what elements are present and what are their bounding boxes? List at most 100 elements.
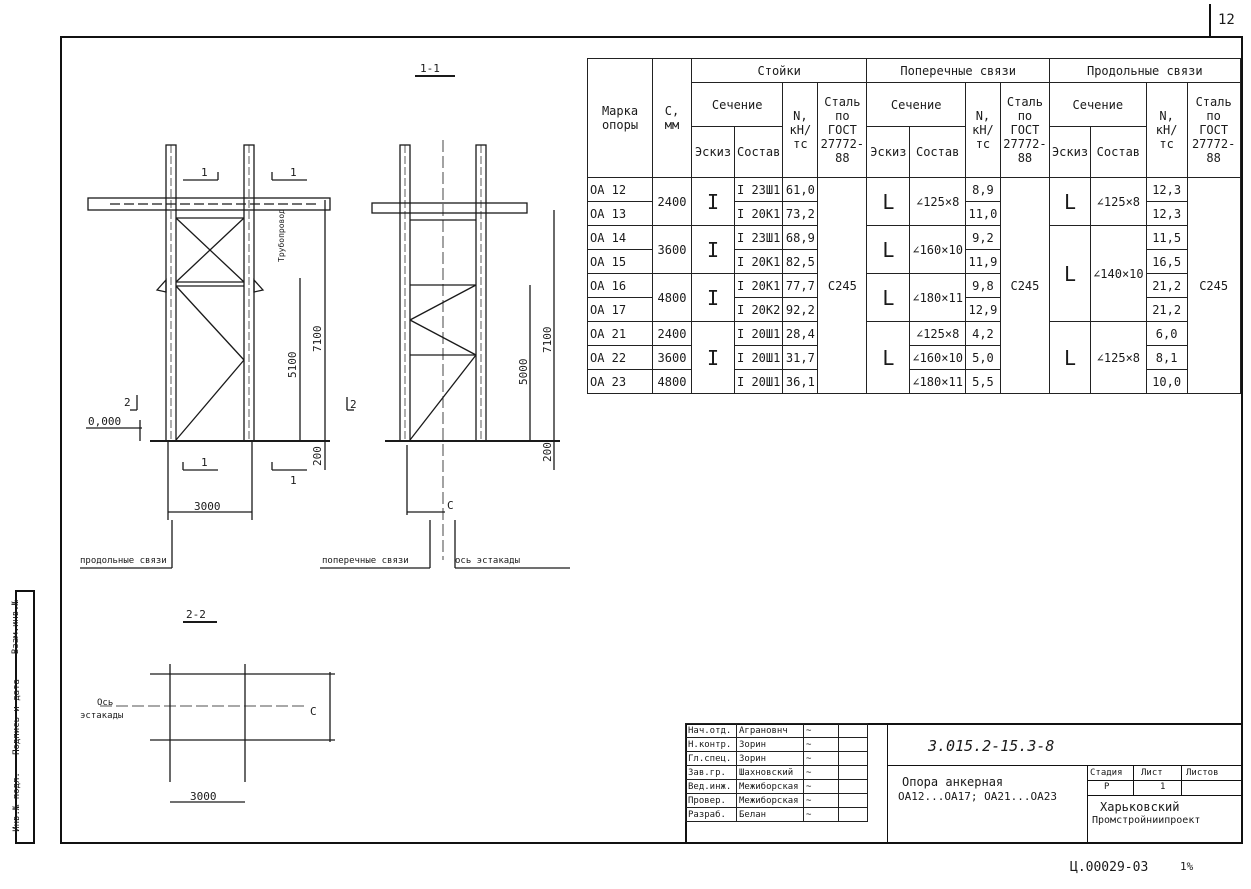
cell-c: 3600	[652, 225, 692, 274]
stamp-role: Провер.	[685, 793, 737, 808]
cell-cross: ∠180×11	[909, 369, 966, 394]
signature-icon: ~	[803, 779, 839, 794]
stamp-name: Межиборская	[736, 779, 804, 794]
org-name-2: Промстройниипроект	[1092, 815, 1201, 826]
cell-ln: 21,2	[1145, 273, 1188, 298]
cell-c: 4800	[652, 273, 692, 322]
table-row: ОА 17 I 20К2 92,2 12,9 21,2	[587, 297, 1241, 322]
cell-cross: ∠160×10	[909, 345, 966, 370]
title-line-1: Опора анкерная	[902, 775, 1004, 789]
truss-label: Трубопровод	[276, 209, 286, 262]
signature-icon: ~	[803, 737, 839, 752]
angle-icon: L	[866, 273, 911, 322]
dim-c-right: С	[447, 499, 454, 512]
label-axis-right: ось эстакады	[455, 556, 520, 566]
table-row: ОА 13 I 20К1 73,2 11,0 12,3	[587, 201, 1241, 226]
cell-pn: 36,1	[782, 369, 819, 394]
cell-steel-long: С245	[1186, 177, 1241, 394]
cell-ln: 6,0	[1145, 321, 1188, 346]
stamp-divider-v2	[1087, 765, 1088, 844]
table-row: ОА 12 2400 I I 23Ш1 61,0 С245 L ∠125×8 8…	[587, 177, 1241, 394]
stamp-name: Шахновский	[736, 765, 804, 780]
table-row: ОА 14 3600 I I 23Ш1 68,9 L ∠160×10 9,2 L…	[587, 225, 1241, 322]
i-beam-icon: I	[691, 225, 735, 274]
hdr-cross-steel: Сталь по ГОСТ 27772-88	[999, 82, 1050, 178]
stamp-role: Нач.отд.	[685, 723, 737, 738]
cell-long: ∠125×8	[1090, 177, 1147, 226]
hdr-long-sketch: Эскиз	[1048, 126, 1092, 178]
stamp-role: Н.контр.	[685, 737, 737, 752]
cell-pn: 77,7	[782, 273, 819, 298]
hdr-posts-sketch: Эскиз	[691, 126, 735, 178]
signature-icon: ~	[803, 723, 839, 738]
cell-c: 3600	[652, 345, 692, 370]
plan-axis-1: Ось	[97, 698, 113, 708]
dim-3000-plan: 3000	[190, 790, 217, 803]
cell-cn: 9,8	[964, 273, 1001, 298]
section-1-title: 1-1	[420, 62, 440, 75]
cell-pn: 82,5	[782, 249, 819, 274]
stamp-role: Вед.инж.	[685, 779, 737, 794]
cell-post: I 20Ш1	[733, 321, 784, 346]
cell-post: I 23Ш1	[733, 225, 784, 250]
hdr-posts-steel: Сталь по ГОСТ 27772-88	[817, 82, 868, 178]
cell-ln: 21,2	[1145, 297, 1188, 322]
angle-icon: L	[1048, 321, 1092, 394]
signature-icon: ~	[803, 793, 839, 808]
plan-dim-c: С	[310, 705, 317, 718]
cell-cross: ∠125×8	[909, 321, 966, 346]
cell-mark: ОА 17	[587, 297, 653, 322]
cell-c: 2400	[652, 177, 692, 226]
stamp-divider-h3	[1087, 780, 1243, 781]
cell-cn: 11,9	[964, 249, 1001, 274]
cell-cn: 12,9	[964, 297, 1001, 322]
hdr-long-comp: Состав	[1090, 126, 1147, 178]
cell-ln: 16,5	[1145, 249, 1188, 274]
hdr-mark: Марка опоры	[587, 58, 653, 178]
section-2-title: 2-2	[186, 608, 206, 621]
stamp-name: Зорин	[736, 751, 804, 766]
org-name-1: Харьковский	[1100, 800, 1180, 814]
cut-mark-2b: 2	[350, 398, 357, 411]
cell-post: I 20К1	[733, 273, 784, 298]
footer-code: Ц.00029-03	[1070, 860, 1149, 875]
dim-3000-left: 3000	[194, 500, 221, 513]
cell-mark: ОА 21	[587, 321, 653, 346]
cell-cn: 11,0	[964, 201, 1001, 226]
specification-table: Марка опоры С, мм Стойки Поперечные связ…	[587, 58, 1241, 394]
side-strip: Инв.№ подл. Подпись и дата Взам.инв.№	[11, 590, 35, 844]
hdr-posts-n: N, кН/тс	[782, 82, 819, 178]
cell-cross: ∠180×11	[909, 273, 966, 322]
signature-icon: ~	[803, 765, 839, 780]
hdr-long-section: Сечение	[1048, 82, 1147, 127]
cell-pn: 73,2	[782, 201, 819, 226]
i-beam-icon: I	[691, 273, 735, 322]
cut-mark-1b: 1	[290, 166, 297, 179]
cell-cn: 8,9	[964, 177, 1001, 202]
dim-5100: 5100	[286, 352, 299, 379]
angle-icon: L	[866, 321, 911, 394]
cell-ln: 8,1	[1145, 345, 1188, 370]
cell-cn: 5,0	[964, 345, 1001, 370]
sheet-number: 12	[1218, 12, 1235, 28]
sheets-value: 1	[1160, 782, 1166, 792]
hdr-cross-section: Сечение	[866, 82, 966, 127]
i-beam-icon: I	[691, 177, 735, 226]
cut-mark-1c: 1	[201, 456, 208, 469]
label-long-braces: продольные связи	[80, 556, 167, 566]
cell-ln: 11,5	[1145, 225, 1188, 250]
label-cross-braces: поперечные связи	[322, 556, 409, 566]
cell-cross: ∠125×8	[909, 177, 966, 226]
table-row: ОА 22 3600 I 20Ш1 31,7 ∠160×10 5,0 8,1	[587, 345, 1241, 370]
hdr-posts: Стойки	[690, 58, 868, 83]
cell-long: ∠140×10	[1090, 225, 1147, 322]
stamp-role: Разраб.	[685, 807, 737, 822]
hdr-cross-sketch: Эскиз	[866, 126, 911, 178]
hdr-c: С, мм	[652, 58, 692, 178]
cell-mark: ОА 23	[587, 369, 653, 394]
hdr-cross-comp: Состав	[909, 126, 966, 178]
stamp-role: Гл.спец.	[685, 751, 737, 766]
dim-5000: 5000	[517, 359, 530, 386]
cell-post: I 20Ш1	[733, 345, 784, 370]
cut-mark-1d: 1	[290, 474, 297, 487]
